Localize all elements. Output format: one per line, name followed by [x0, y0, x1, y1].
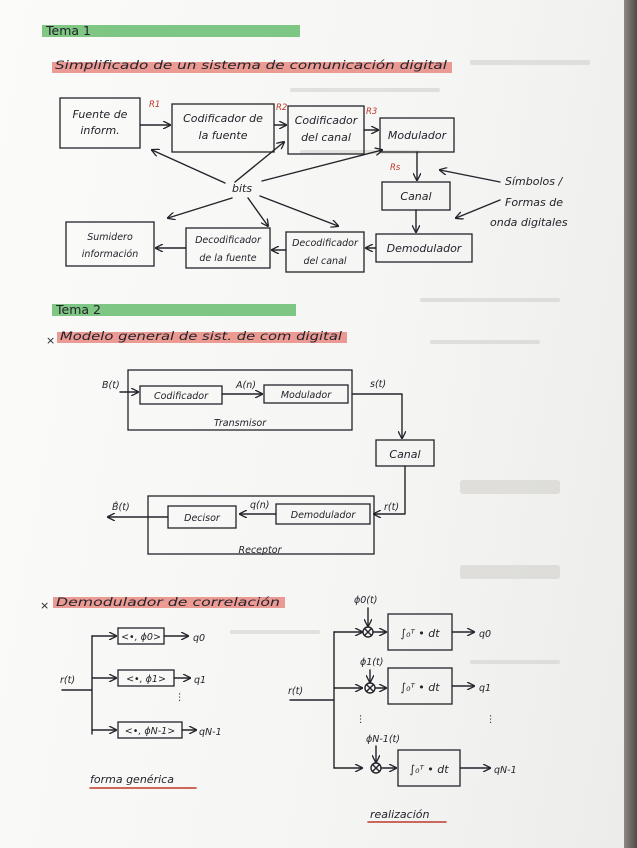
bullet2-text: Demodulador de correlación [56, 595, 280, 609]
svg-text:inform.: inform. [80, 124, 119, 137]
tema1-label: Tema 1 [45, 23, 91, 38]
tema1-highlight [42, 25, 300, 37]
svg-text:Demodulador: Demodulador [387, 242, 463, 255]
bits-arrow-5 [247, 197, 268, 226]
model-codificador: Codificador [154, 391, 209, 402]
realization-phi-0: ϕ0(t) [354, 595, 377, 606]
model-qn: q(n) [250, 500, 269, 511]
bits-arrow-4 [168, 197, 233, 218]
generic-product-1: <•, ϕ1> [126, 674, 166, 685]
side-arrow-1 [440, 170, 501, 183]
svg-text:la fuente: la fuente [199, 129, 248, 142]
model-demodulador: Demodulador [291, 510, 357, 521]
side-note-line2: Formas de [505, 196, 563, 209]
bullet1-text: Modelo general de sist. de com digital [60, 329, 343, 343]
svg-text:del canal: del canal [303, 256, 346, 267]
side-note-line1: Símbolos / [505, 175, 563, 188]
realization-input: r(t) [288, 686, 303, 697]
bullet2-highlight [53, 597, 285, 608]
tema1-title-highlight [52, 62, 452, 73]
page-edge-shadow [624, 0, 637, 848]
generic-input: r(t) [60, 675, 75, 686]
model-receptor: Receptor [239, 545, 283, 556]
side-arrow-2 [456, 199, 501, 218]
model-modulador: Modulador [281, 390, 332, 401]
model-transmisor: Transmisor [214, 418, 267, 429]
model-modulador-box [263, 384, 349, 404]
realization-out-0: q0 [479, 629, 491, 640]
generic-product-2: <•, ϕN-1> [125, 726, 175, 737]
svg-text:del canal: del canal [301, 131, 351, 144]
generic-out-1: q1 [194, 675, 206, 686]
generic-product-0: <•, ϕ0> [121, 632, 161, 643]
realization-phi-2: ϕN-1(t) [366, 734, 400, 745]
generic-form-diagram: r(t) <•, ϕ0> <•, ϕ1> <•, ϕN-1> q0 q1 qN-… [60, 627, 222, 789]
model-rt: r(t) [384, 502, 399, 513]
realization-out-1: q1 [479, 683, 491, 694]
svg-text:Decodificador: Decodificador [195, 235, 262, 246]
bits-label: bits [232, 182, 252, 195]
svg-text:Fuente de: Fuente de [73, 108, 128, 121]
block-sumidero: Sumidero información [65, 221, 155, 267]
integral-1: ∫₀ᵀ • dt [400, 681, 440, 694]
tema2-highlight [52, 304, 296, 316]
rate-rs: Rs [390, 163, 401, 173]
svg-text:Decodificador: Decodificador [292, 238, 359, 249]
block-canal: Canal [381, 181, 451, 211]
rate-r1: R1 [149, 100, 160, 110]
multiplier-icon [362, 626, 382, 774]
block-decodificador-canal: Decodificador del canal [285, 231, 365, 273]
svg-text:de la fuente: de la fuente [199, 253, 256, 264]
rate-r3: R3 [366, 107, 377, 117]
model-canal: Canal [389, 448, 420, 461]
block-decodificador-fuente: Decodificador de la fuente [185, 227, 271, 269]
svg-text:Codificador: Codificador [295, 114, 359, 127]
svg-text:Modulador: Modulador [388, 129, 448, 142]
bits-arrow-1 [152, 150, 226, 184]
svg-text:información: información [82, 249, 139, 260]
realization-phi-1: ϕ1(t) [360, 657, 383, 668]
integral-2: ∫₀ᵀ • dt [409, 763, 449, 776]
block-codificador-fuente: Codificador de la fuente [171, 103, 275, 153]
realization-diagram: r(t) ϕ0(t) ϕ1(t) ϕN-1(t) ∫₀ᵀ • dt ∫₀ᵀ • … [288, 595, 517, 823]
block-codificador-canal: Codificador del canal [287, 105, 365, 155]
model-input: B(t) [102, 380, 120, 391]
model-an: A(n) [235, 380, 256, 391]
bullet-2-mark: × [40, 599, 49, 612]
model-codificador-box [139, 385, 223, 405]
show-through-marks [230, 60, 590, 664]
realization-caption: realización [370, 808, 429, 821]
realization-out-2: qN-1 [494, 765, 517, 776]
realization-dots-right: ⋮ [486, 714, 496, 725]
block-modulador: Modulador [379, 117, 455, 153]
tema1-title: Simplificado de un sistema de comunicaci… [55, 58, 448, 72]
realization-dots-left: ⋮ [356, 714, 366, 725]
bullet-1-mark: × [46, 334, 55, 347]
model-diagram: B(t) Codificador A(n) Modulador Transmis… [102, 369, 435, 556]
bits-arrow-6 [259, 195, 338, 226]
bullet1-highlight [57, 332, 347, 343]
block-demodulador: Demodulador [375, 233, 473, 263]
tema2-label: Tema 2 [55, 302, 101, 317]
model-output: B̂(t) [112, 501, 130, 513]
generic-out-2: qN-1 [199, 727, 222, 738]
svg-text:Canal: Canal [400, 190, 431, 203]
model-st: s(t) [370, 379, 386, 390]
generic-out-0: q0 [193, 633, 205, 644]
paper-sheet [0, 0, 624, 848]
generic-caption: forma genérica [90, 773, 174, 786]
bits-arrow-3 [261, 150, 382, 182]
svg-text:Sumidero: Sumidero [87, 232, 133, 243]
bits-arrow-2 [234, 142, 284, 183]
svg-text:Codificador de: Codificador de [183, 112, 263, 125]
model-decisor: Decisor [184, 513, 221, 524]
rate-r2: R2 [276, 103, 287, 113]
integral-0: ∫₀ᵀ • dt [400, 627, 440, 640]
block-fuente: Fuente de inform. [59, 97, 141, 149]
side-note-line3: onda digitales [490, 216, 568, 229]
generic-dots: ⋮ [175, 692, 185, 703]
